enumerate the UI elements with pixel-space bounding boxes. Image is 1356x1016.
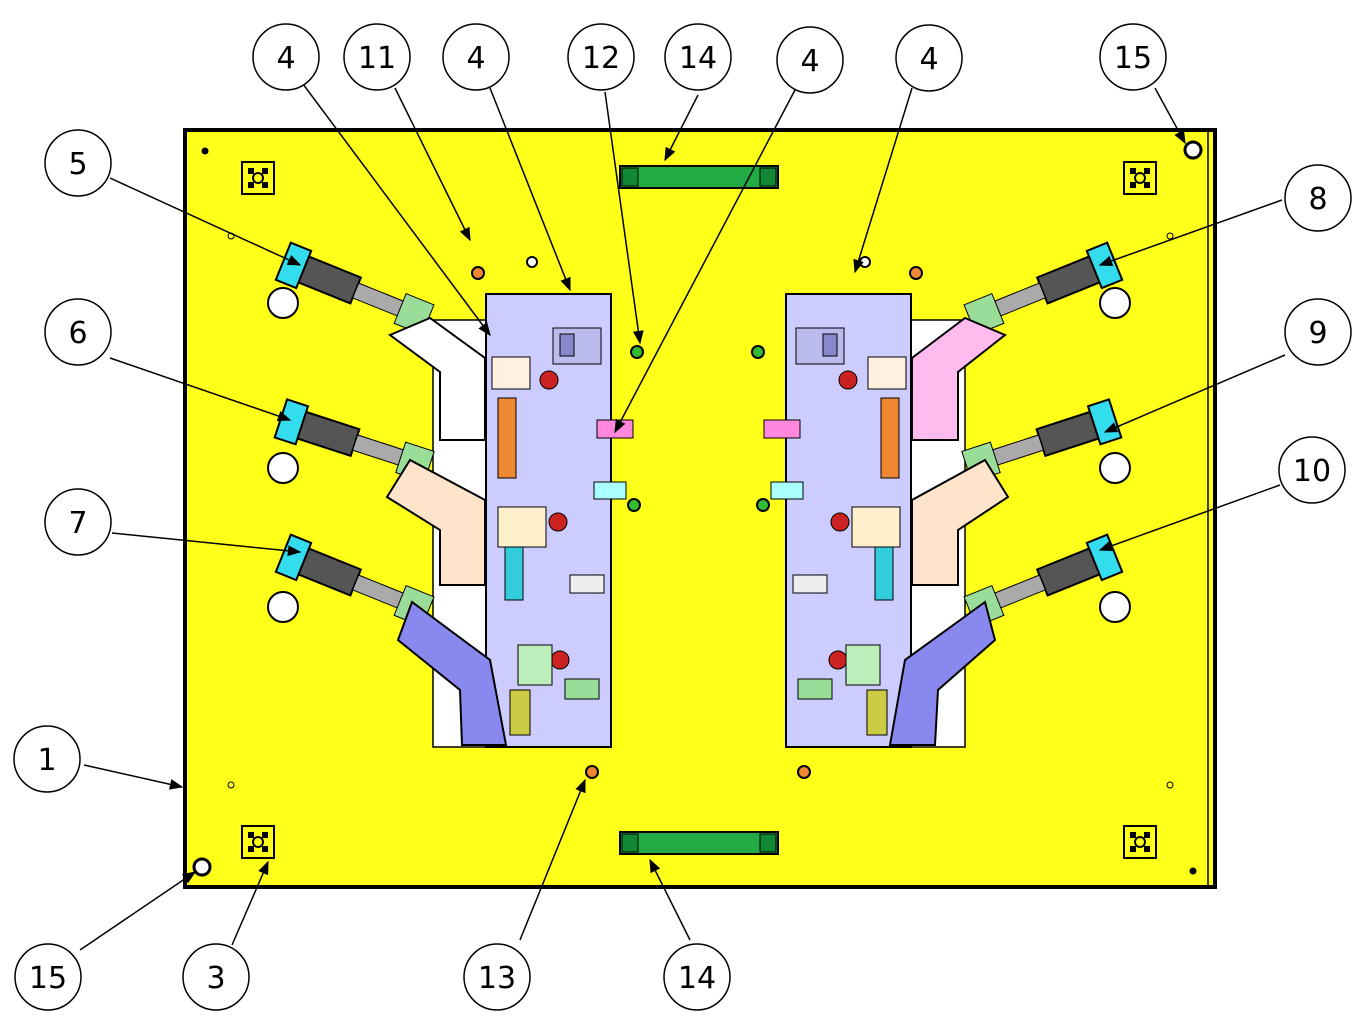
leveling-foot-icon [241,825,275,859]
leveling-foot-icon [241,161,275,195]
item-balloon: 13 [463,943,531,1011]
leader-line [109,177,302,266]
balloon-label: 3 [206,961,225,996]
handle-bottom [619,831,779,855]
leader-line [299,79,491,337]
through-holes [267,287,1131,623]
balloon-circle [663,943,731,1011]
item-balloon: 11 [343,23,411,91]
item-balloon: 5 [44,129,112,197]
balloon-label: 7 [68,506,87,541]
leader-line [1098,199,1283,266]
item-balloon: 14 [664,23,732,91]
balloon-label: 6 [68,316,87,351]
balloon-label: 15 [1114,41,1152,76]
leader-line [1103,354,1286,433]
balloon-label: 9 [1308,316,1327,351]
item-balloon: 8 [1284,164,1352,232]
leader-line [1154,87,1186,145]
balloon-circle [1284,164,1352,232]
clamp-pad [387,316,486,441]
clamp-arms [273,241,1124,746]
item-balloon: 10 [1278,436,1346,504]
item-balloon: 6 [44,298,112,366]
balloon-circle [664,23,732,91]
leader-line [604,91,644,345]
balloon-circle [14,943,82,1011]
balloon-circle [1278,436,1346,504]
clamp-pad [396,600,508,746]
balloon-label: 4 [276,41,295,76]
item-balloon: 4 [776,26,844,94]
leader-line [853,87,913,274]
balloon-circle [463,943,531,1011]
balloon-label: 4 [919,42,938,77]
balloon-label: 4 [466,41,485,76]
leader-line [519,778,586,941]
clamp-pad [911,316,1007,441]
balloon-circle [44,129,112,197]
leader-line [649,858,691,941]
leader-line [109,357,292,422]
leveling-foot-icon [1123,161,1157,195]
item-balloon: 12 [567,23,635,91]
locating-pins [471,256,923,779]
balloon-circle [13,725,81,793]
balloon-circle [776,26,844,94]
leveling-feet [241,161,1157,859]
leader-lines [79,79,1286,951]
item-balloon: 4 [252,23,320,91]
balloon-label: 8 [1308,182,1327,217]
balloon-circle [895,24,963,92]
balloon-circle [567,23,635,91]
balloon-label: 5 [68,147,87,182]
item-balloon: 7 [44,488,112,556]
balloon-circle [442,23,510,91]
balloon-label: 14 [679,41,717,76]
leader-line [79,871,197,951]
balloon-circle [44,298,112,366]
balloon-circle [1099,23,1167,91]
item-balloon: 9 [1284,298,1352,366]
item-balloons: 4 11 4 12 14 4 4 15 5 8 6 9 10 7 1 15 3 13 14 [13,23,1352,1011]
base-plate [183,128,1217,889]
balloon-label: 15 [29,961,67,996]
item-balloon: 4 [895,24,963,92]
leader-line [83,764,184,790]
leader-line [231,860,269,946]
clamp-pad [888,600,997,746]
balloon-label: 12 [582,41,620,76]
balloon-label: 14 [678,961,716,996]
balloon-label: 10 [1293,454,1331,489]
item-balloon: 3 [182,943,250,1011]
item-balloon: 15 [1099,23,1167,91]
item-balloon: 4 [442,23,510,91]
leader-line [614,89,796,434]
clamp-pad [385,458,486,586]
leader-line [394,87,471,242]
balloon-circle [252,23,320,91]
balloon-label: 11 [358,41,396,76]
handle-top [619,165,779,189]
balloon-label: 13 [478,961,516,996]
item-balloon: 14 [663,943,731,1011]
leader-line [111,532,302,557]
item-balloon: 1 [13,725,81,793]
balloon-circle [343,23,411,91]
balloon-circle [182,943,250,1011]
leader-line [1098,484,1281,551]
leader-line [489,87,571,292]
balloon-label: 4 [800,44,819,79]
leader-line [664,94,699,162]
item-balloon: 15 [14,943,82,1011]
clamp-pad [911,458,1010,586]
balloon-circle [1284,298,1352,366]
leveling-foot-icon [1123,825,1157,859]
balloon-circle [44,488,112,556]
balloon-label: 1 [37,743,56,778]
